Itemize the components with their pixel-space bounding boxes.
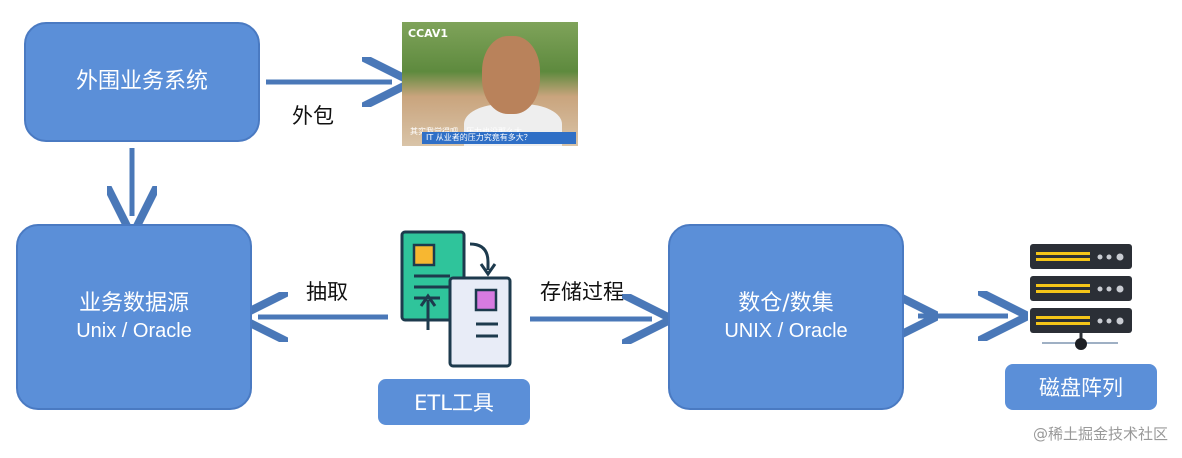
business-source-sub: Unix / Oracle — [76, 320, 192, 342]
business-source-title: 业务数据源 — [78, 291, 189, 316]
news-photo: CCAV1 其实我觉得吧，压力也没那么大 IT 从业者的压力究竟有多大？ — [402, 22, 578, 146]
external-system-label: 外围业务系统 — [75, 69, 208, 94]
external-system-box: 外围业务系统 — [24, 22, 260, 142]
outsource-label: 外包 — [292, 104, 334, 128]
business-source-box: 业务数据源 Unix / Oracle — [16, 224, 252, 410]
photo-face — [482, 36, 540, 114]
photo-banner: IT 从业者的压力究竟有多大？ — [422, 132, 576, 144]
extract-label: 抽取 — [306, 280, 348, 304]
channel-logo: CCAV1 — [408, 27, 449, 40]
etl-tool-tag: ETL工具 — [378, 379, 530, 425]
stored-procedure-label: 存储过程 — [540, 280, 624, 304]
photo-caption: 其实我觉得吧，压力也没那么大 — [410, 126, 522, 137]
disk-array-tag: 磁盘阵列 — [1005, 364, 1157, 410]
watermark: @稀土掘金技术社区 — [1032, 425, 1168, 443]
warehouse-sub: UNIX / Oracle — [724, 320, 848, 342]
warehouse-box: 数仓/数集 UNIX / Oracle — [668, 224, 904, 410]
etl-documents-icon — [400, 230, 512, 368]
server-rack-icon — [1030, 244, 1132, 350]
warehouse-title: 数仓/数集 — [738, 291, 834, 316]
